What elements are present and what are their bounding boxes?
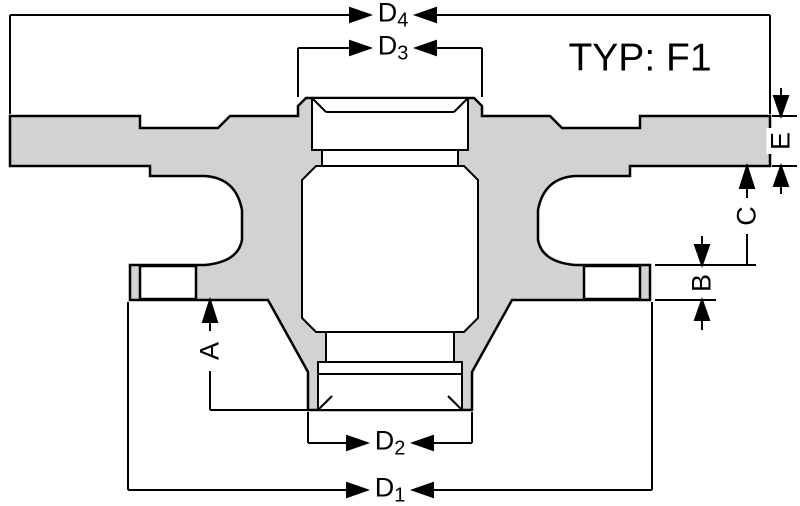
dim-letter: D (374, 472, 395, 503)
arrowhead (772, 95, 790, 120)
dim-letter: E (765, 131, 796, 151)
bore-chamfer-line (453, 97, 469, 113)
arrowhead (349, 6, 374, 24)
dim-letter: C (731, 206, 762, 226)
arrowhead (412, 39, 437, 57)
bore-top-socket (311, 97, 469, 151)
arrowhead (412, 6, 437, 24)
dimension-d4 (9, 6, 771, 114)
dim-letter: A (194, 341, 225, 361)
bore-main-cavity (301, 165, 479, 333)
dim-subscript: 2 (394, 437, 406, 460)
arrowhead (349, 39, 374, 57)
dimension-d2 (307, 412, 473, 452)
dim-label-d4: D4 (373, 0, 413, 32)
bore-upper-neck (321, 149, 459, 167)
dim-letter: D (374, 425, 395, 456)
arrowhead (346, 481, 371, 499)
arrowhead (772, 162, 790, 187)
dim-letter: D (377, 30, 398, 61)
dim-subscript: 1 (394, 484, 406, 506)
dim-label-e: E (765, 127, 796, 155)
dimension-e (772, 88, 797, 194)
bore-chamfer-line (447, 395, 463, 411)
bore-bottom-socket (317, 361, 463, 411)
arrowhead (409, 434, 434, 452)
dim-label-d1: D1 (370, 472, 410, 506)
dim-label-b: B (686, 269, 717, 297)
arrowhead (693, 296, 711, 321)
arrowhead (693, 244, 711, 269)
dimension-d1 (127, 302, 653, 499)
dim-subscript: 3 (397, 42, 409, 65)
dimension-a (201, 296, 308, 411)
dim-letter: D (377, 0, 398, 28)
bore-chamfer-line (317, 395, 333, 411)
bolt-hole-left (138, 264, 198, 301)
dim-letter: B (686, 273, 717, 293)
arrowhead (201, 296, 219, 323)
dim-label-c: C (731, 202, 762, 230)
type-designation: TYP: F1 (568, 36, 712, 80)
arrowhead (409, 481, 434, 499)
arrowhead (346, 434, 371, 452)
bore-chamfer-line (311, 97, 327, 113)
dim-label-d2: D2 (370, 425, 410, 460)
dimension-c (655, 162, 756, 266)
dim-label-d3: D3 (373, 30, 413, 65)
bore-section (301, 97, 479, 411)
dimension-d3 (297, 39, 483, 97)
dim-label-a: A (194, 337, 225, 365)
bolt-hole-right (582, 264, 642, 301)
bore-lower-neck (325, 331, 455, 363)
dimension-b (655, 236, 716, 330)
dim-subscript: 4 (397, 9, 409, 32)
arrowhead (738, 162, 756, 189)
bolt-holes (138, 264, 642, 301)
